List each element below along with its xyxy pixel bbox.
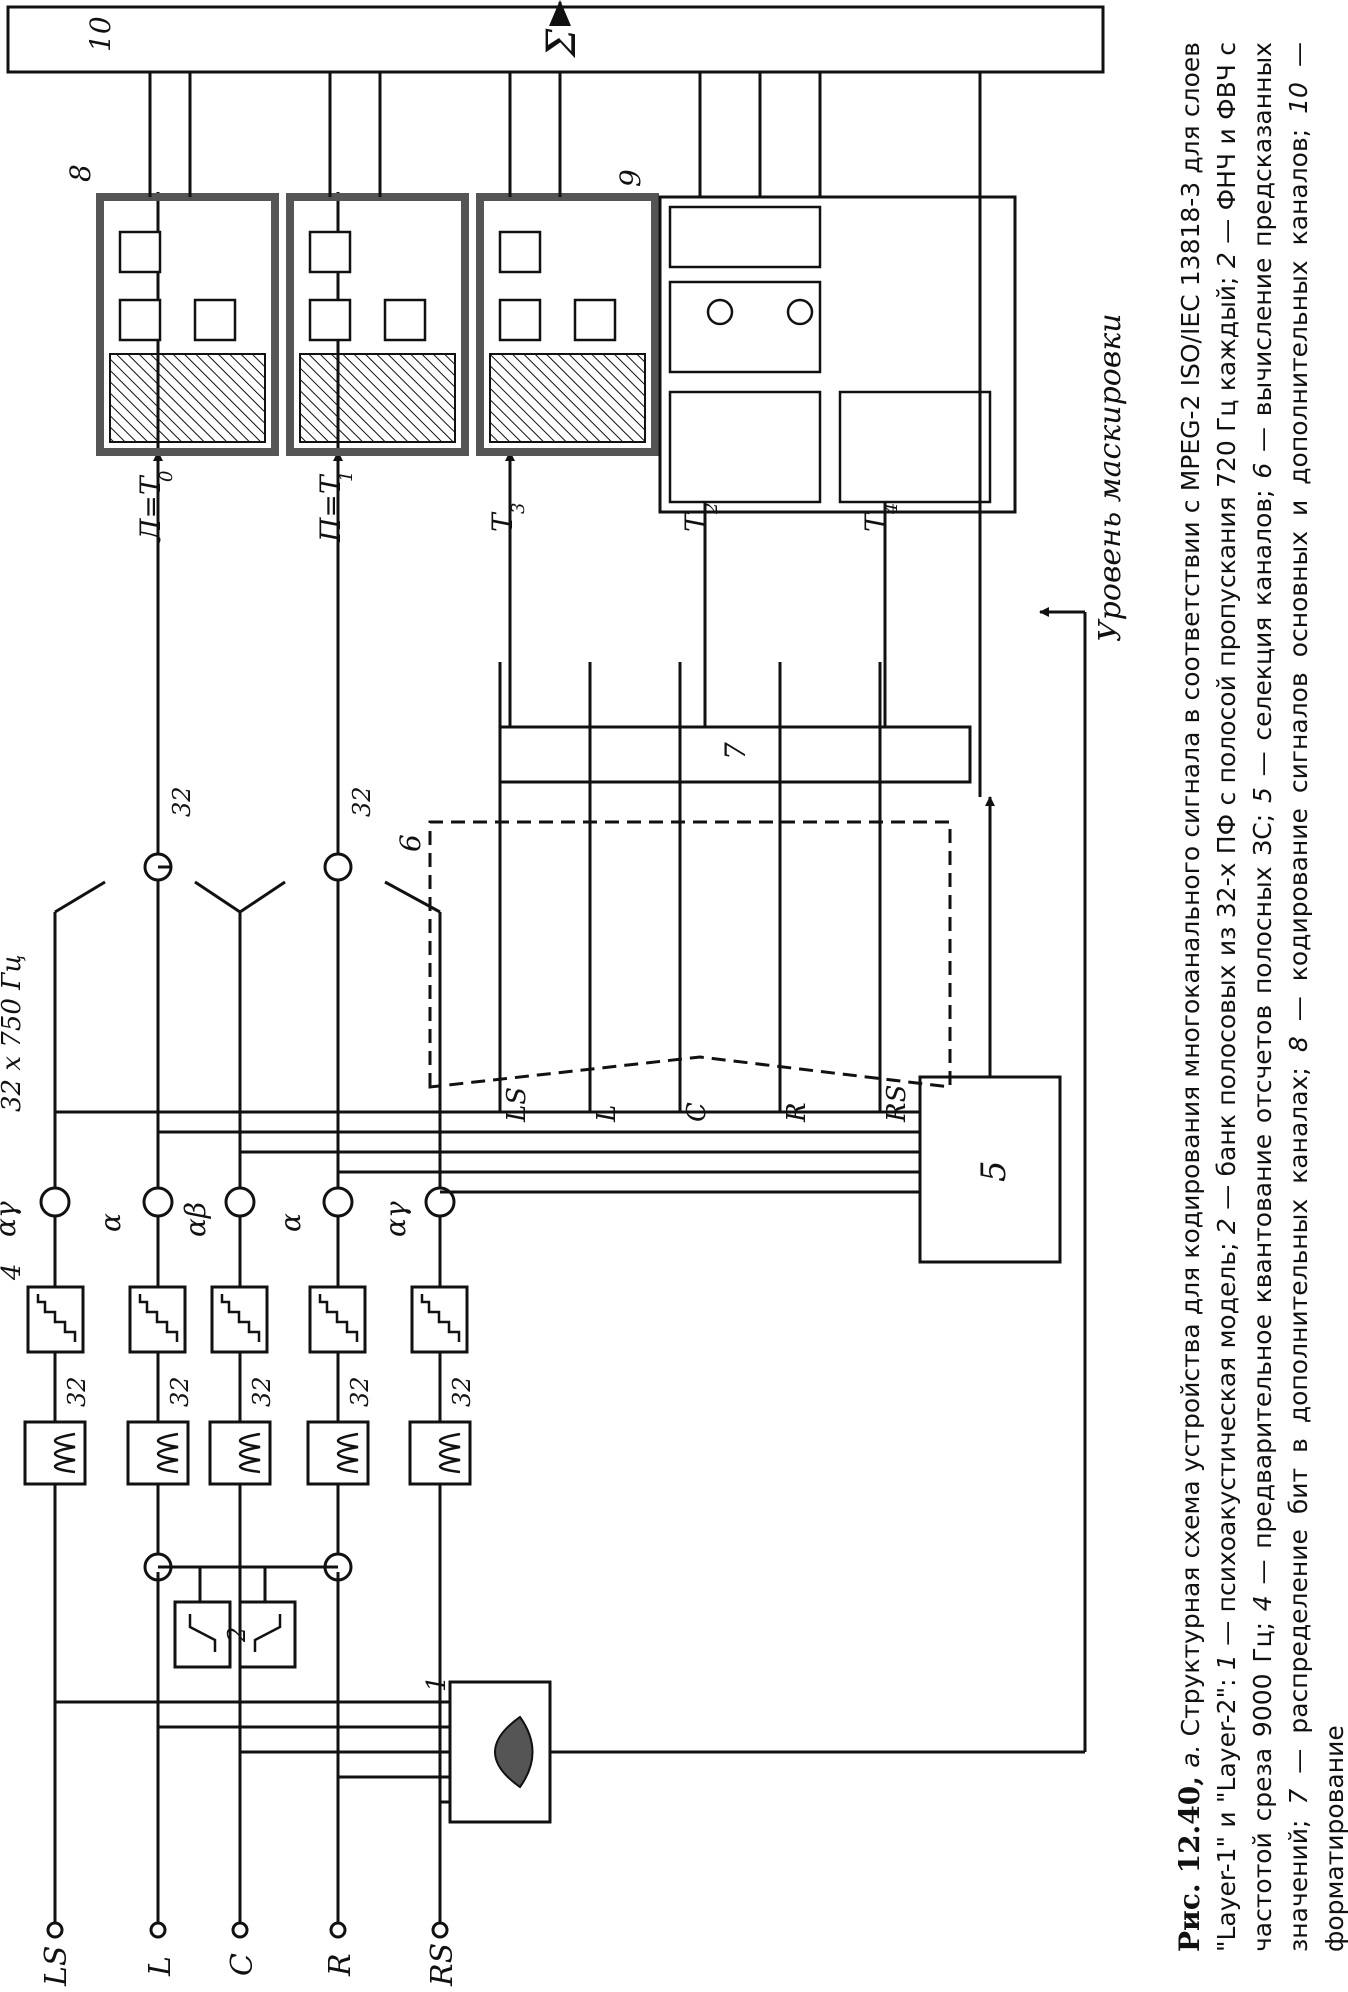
- bus-width-labels: 32 32 32 32 32 32 32: [63, 786, 476, 1407]
- figure-caption: Рис. 12.40, а. Структурная схема устройс…: [1173, 41, 1348, 1952]
- svg-text:αγ: αγ: [379, 1201, 412, 1237]
- svg-text:α: α: [274, 1213, 307, 1232]
- svg-text:32: 32: [346, 1376, 374, 1407]
- gain-multiplier: [224, 1186, 256, 1218]
- svg-text:T: T: [486, 511, 519, 532]
- rate-label: 32 x 750 Гц: [0, 954, 27, 1112]
- svg-text:32: 32: [348, 786, 376, 817]
- block-8-label: 8: [64, 164, 97, 182]
- svg-text:αβ: αβ: [179, 1202, 212, 1237]
- svg-text:32: 32: [63, 1376, 91, 1407]
- input-terminal: [149, 1921, 167, 1939]
- svg-text:L: L: [592, 1105, 622, 1123]
- block-7-label: 7: [719, 742, 752, 760]
- svg-text:П=T: П=T: [314, 473, 347, 543]
- svg-text:LS: LS: [502, 1087, 532, 1123]
- caption-part: а.: [1176, 1744, 1205, 1768]
- prediction-region: [428, 820, 952, 1089]
- svg-text:αγ: αγ: [0, 1201, 22, 1237]
- aux-coder-2: [286, 193, 469, 456]
- lpf-block: [173, 1600, 232, 1669]
- gain-multiplier: [322, 1186, 354, 1218]
- svg-text:RS: RS: [882, 1085, 912, 1123]
- input-lines: [53, 1572, 450, 1922]
- t-labels: Л=T 0 П=T 1 T 3 T 2 T 4: [134, 471, 902, 544]
- input-label-l: L: [143, 1956, 178, 1977]
- main-coder-block: [658, 195, 1017, 514]
- gain-multiplier: [39, 1186, 71, 1218]
- aux-coder-3: [476, 193, 659, 456]
- input-terminal: [46, 1921, 64, 1939]
- svg-text:R: R: [782, 1102, 812, 1123]
- svg-text:2: 2: [701, 503, 722, 515]
- sigma-label: Σ: [539, 28, 585, 59]
- svg-text:32: 32: [166, 1376, 194, 1407]
- input-terminal: [431, 1921, 449, 1939]
- svg-text:4: 4: [881, 503, 902, 515]
- input-label-r: R: [323, 1953, 358, 1977]
- block-9-label: 9: [614, 169, 647, 187]
- svg-text:C: C: [682, 1102, 712, 1122]
- block-4-label: 4: [0, 1263, 27, 1281]
- svg-text:3: 3: [508, 503, 529, 514]
- svg-text:32: 32: [168, 786, 196, 817]
- input-label-rs: RS: [425, 1943, 460, 1987]
- block-10-label: 10: [84, 16, 117, 52]
- input-labels: LS L C R RS: [39, 1943, 460, 1987]
- gain-multiplier: [142, 1186, 174, 1218]
- svg-text:Л=T: Л=T: [134, 474, 167, 544]
- input-terminal: [329, 1921, 347, 1939]
- distribution-block: [498, 725, 972, 784]
- svg-text:32: 32: [248, 1376, 276, 1407]
- input-terminal: [231, 1921, 249, 1939]
- svg-text:32: 32: [448, 1376, 476, 1407]
- masking-level-label: Уровень маскировки: [1093, 313, 1128, 642]
- svg-text:T: T: [679, 511, 712, 532]
- hpf-block: [238, 1600, 297, 1669]
- caption-figure-number: Рис. 12.40,: [1173, 1775, 1206, 1952]
- weighted-labels: LS L C R RS: [502, 1085, 912, 1123]
- input-label-c: C: [225, 1953, 260, 1976]
- svg-text:1: 1: [336, 471, 357, 482]
- svg-text:α: α: [94, 1213, 127, 1232]
- svg-text:T: T: [859, 511, 892, 532]
- input-label-ls: LS: [39, 1946, 74, 1987]
- block-5-label: 5: [974, 1160, 1014, 1182]
- block-6-label: 6: [394, 834, 427, 852]
- block-1-label: 1: [422, 1675, 452, 1692]
- gain-labels: αγ α αβ α αγ: [0, 1201, 412, 1237]
- aux-coder-1: [96, 193, 279, 456]
- svg-text:0: 0: [156, 471, 177, 482]
- block-2-label: 2: [223, 1627, 251, 1643]
